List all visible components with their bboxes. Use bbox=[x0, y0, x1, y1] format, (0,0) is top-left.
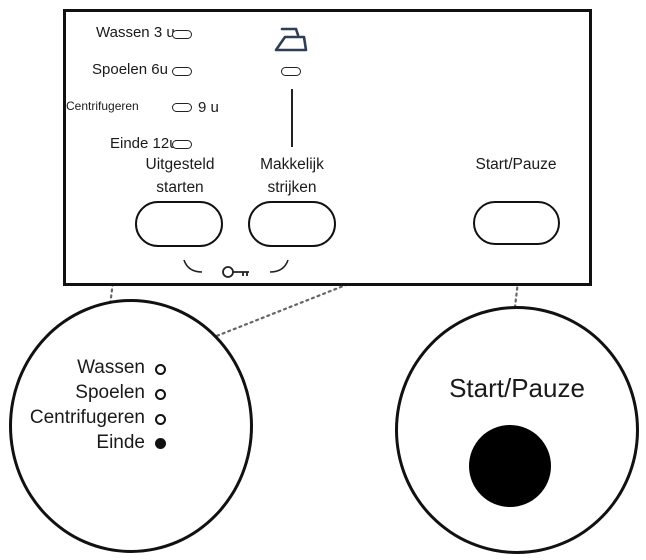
step-led-wassen bbox=[172, 30, 192, 39]
step-led-einde bbox=[172, 140, 192, 149]
step-led-centrifugeren bbox=[172, 103, 192, 112]
child-lock-bracket bbox=[183, 259, 289, 273]
step-label-einde: Einde 12u bbox=[110, 135, 178, 152]
zoom-step-spoelen-indicator bbox=[155, 389, 166, 400]
zoom-step-centrifugeren-indicator bbox=[155, 414, 166, 425]
step-time-centrifugeren: 9 u bbox=[198, 99, 219, 116]
iron-connector-line bbox=[291, 89, 293, 147]
zoom-step-wassen-indicator bbox=[155, 364, 166, 375]
step-label-centrifugeren: Centrifugeren bbox=[66, 99, 139, 113]
zoom-circle-steps bbox=[9, 299, 253, 553]
step-label-wassen: Wassen 3 u bbox=[96, 24, 175, 41]
iron-icon bbox=[274, 27, 308, 52]
step-led-spoelen bbox=[172, 67, 192, 76]
zoom-step-spoelen-label: Spoelen bbox=[75, 382, 145, 403]
start-pause-button[interactable] bbox=[473, 201, 560, 245]
zoom-start-indicator bbox=[469, 425, 551, 507]
step-label-spoelen: Spoelen 6u bbox=[92, 61, 168, 78]
zoom-step-einde-label: Einde bbox=[96, 432, 145, 453]
start-pause-label: Start/Pauze bbox=[475, 156, 557, 173]
easy-iron-button[interactable] bbox=[248, 201, 336, 247]
key-icon bbox=[222, 266, 249, 278]
zoom-step-einde-indicator bbox=[155, 438, 166, 449]
zoom-start-pause-label: Start/Pauze bbox=[449, 373, 585, 403]
iron-led bbox=[281, 67, 301, 76]
zoom-step-wassen-label: Wassen bbox=[77, 357, 145, 378]
easy-iron-label: Makkelijk strijken bbox=[260, 156, 324, 196]
delay-start-button[interactable] bbox=[135, 201, 223, 247]
delay-start-label: Uitgesteld starten bbox=[145, 156, 215, 196]
zoom-step-centrifugeren-label: Centrifugeren bbox=[29, 407, 145, 428]
